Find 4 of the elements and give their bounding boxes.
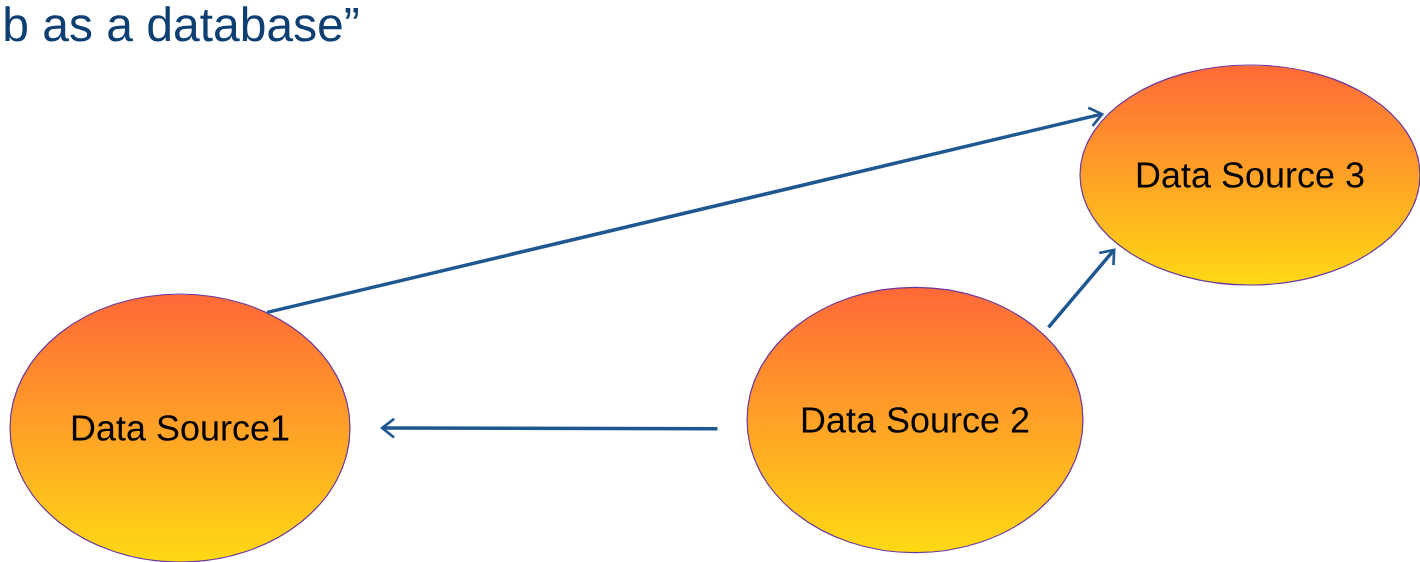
arrow — [379, 417, 718, 439]
arrow — [1047, 248, 1116, 329]
arrow — [266, 106, 1105, 314]
title: b as a database” — [5, 6, 358, 42]
